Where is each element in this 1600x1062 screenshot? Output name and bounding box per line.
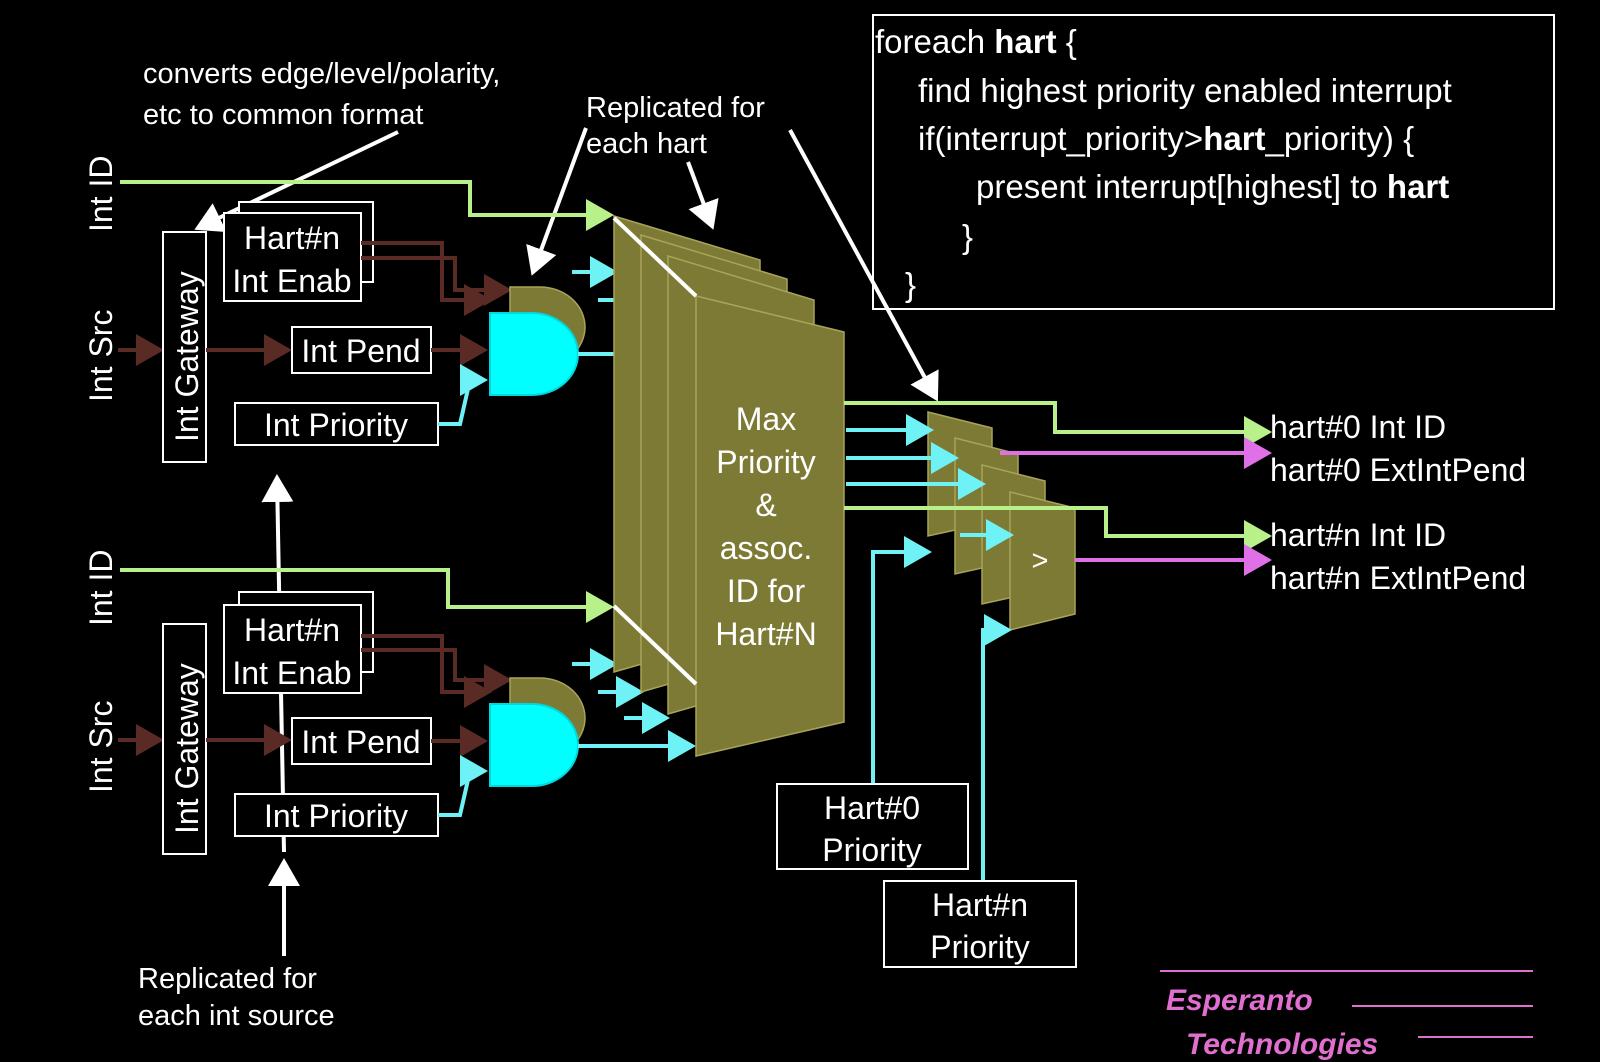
svg-text:Int Priority: Int Priority <box>264 798 408 834</box>
source-block-1: Int ID Int Src Int Gateway Hart#n Int En… <box>83 550 696 855</box>
int-enable-box <box>223 212 362 302</box>
svg-text:ID for: ID for <box>727 573 806 609</box>
and-gate <box>489 312 579 396</box>
svg-text:etc to common format: etc to common format <box>143 99 423 131</box>
svg-text:Hart#n: Hart#n <box>244 220 340 256</box>
comparator <box>1009 491 1076 631</box>
esperanto-logo: Esperanto Technologies <box>1160 970 1533 1061</box>
svg-text:Int Enab: Int Enab <box>232 655 351 691</box>
wire-hart0-id <box>844 401 1272 448</box>
max-priority-stack: Max Priority & assoc. ID for Hart#N <box>612 214 845 757</box>
code-line-2: find highest priority enabled interrupt <box>918 72 1452 109</box>
svg-text:Int Enab: Int Enab <box>232 263 351 299</box>
outputs: hart#0 Int ID hart#0 ExtIntPend hart#n I… <box>1270 409 1526 596</box>
svg-text:Priority: Priority <box>822 832 922 868</box>
pointer-arrow <box>526 127 588 276</box>
int-priority-box <box>234 793 439 837</box>
pseudocode-box: foreach hart { find highest priority ena… <box>872 14 1555 310</box>
svg-text:assoc.: assoc. <box>720 530 812 566</box>
svg-text:each hart: each hart <box>586 128 707 160</box>
hart-priority-n: Hart#n Priority <box>883 614 1077 968</box>
svg-text:Hart#0: Hart#0 <box>824 790 920 826</box>
max-priority-block <box>695 295 845 757</box>
output-hartn-id: hart#n Int ID <box>1270 517 1446 553</box>
pointer-arrow <box>788 129 939 402</box>
svg-text:converts edge/level/polarity,: converts edge/level/polarity, <box>143 58 500 90</box>
svg-text:Int Pend: Int Pend <box>301 724 420 760</box>
logo-line-2: Technologies <box>1186 1028 1378 1061</box>
code-line-1: foreach hart { <box>875 23 1077 60</box>
svg-text:Replicated for: Replicated for <box>138 963 317 995</box>
logo-line-1: Esperanto <box>1166 984 1313 1017</box>
int-src-label: Int Src <box>83 701 119 793</box>
svg-text:Hart#N: Hart#N <box>715 616 816 652</box>
int-gateway <box>162 623 207 855</box>
int-enable-box <box>223 604 362 694</box>
int-id-label: Int ID <box>83 156 119 232</box>
pointer-arrow <box>686 161 719 230</box>
comparator-symbol: > <box>1032 545 1049 577</box>
code-line-5: } <box>962 218 973 255</box>
output-hart0-id: hart#0 Int ID <box>1270 409 1446 445</box>
comparator-stack: > <box>927 411 1076 631</box>
svg-text:Hart#n: Hart#n <box>932 887 1028 923</box>
svg-text:Priority: Priority <box>930 929 1030 965</box>
output-hartn-pend: hart#n ExtIntPend <box>1270 560 1526 596</box>
svg-text:Max: Max <box>736 401 796 437</box>
annotation-replicated-src: Replicated for each int source <box>138 474 335 1032</box>
int-pend-box <box>291 717 432 765</box>
code-line-4: present interrupt[highest] to hart <box>976 168 1449 205</box>
svg-text:Int Priority: Int Priority <box>264 407 408 443</box>
annotation-replicated-hart: Replicated for each hart <box>526 92 939 402</box>
svg-text:each int source: each int source <box>138 1000 335 1032</box>
svg-text:Hart#n: Hart#n <box>244 612 340 648</box>
int-gateway-label: Int Gateway <box>169 271 205 442</box>
and-gate <box>489 703 579 787</box>
source-block-0: Int ID Int Src Int Gateway Hart#n Int En… <box>83 156 696 463</box>
svg-text:Priority: Priority <box>716 444 816 480</box>
svg-text:Replicated for: Replicated for <box>586 92 765 124</box>
int-id-label: Int ID <box>83 550 119 626</box>
svg-text:&: & <box>755 487 776 523</box>
svg-text:Int Pend: Int Pend <box>301 333 420 369</box>
code-line-3: if(interrupt_priority>hart_priority) { <box>918 120 1414 157</box>
wire-hartn-id <box>844 506 1272 552</box>
int-gateway-label: Int Gateway <box>169 663 205 834</box>
int-src-label: Int Src <box>83 310 119 402</box>
output-hart0-pend: hart#0 ExtIntPend <box>1270 452 1526 488</box>
hart-priority-0: Hart#0 Priority <box>776 536 969 870</box>
int-priority-box <box>234 402 439 446</box>
int-gateway <box>162 231 207 463</box>
code-line-6: } <box>905 266 916 303</box>
